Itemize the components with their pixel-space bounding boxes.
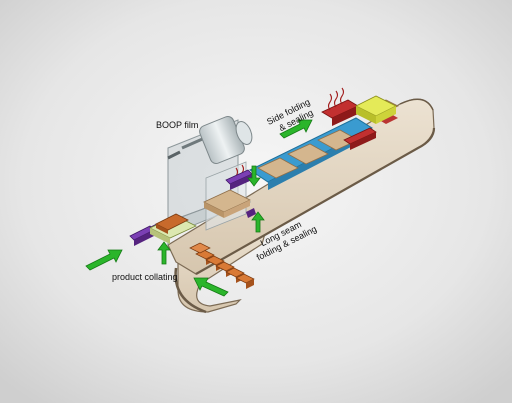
main-conveyor [167,98,436,275]
label-product-collating: product collating [112,272,178,282]
film-roll [167,116,253,164]
packages-stage-1 [203,189,251,218]
green-arrow-icon [85,119,313,297]
packages-blue-frames [248,117,374,190]
yellow-pack [355,95,397,124]
collating-platform [149,213,197,244]
label-boop-film: BOOP film [156,120,198,130]
side-sealer [321,99,377,150]
infeed-products [189,242,255,289]
